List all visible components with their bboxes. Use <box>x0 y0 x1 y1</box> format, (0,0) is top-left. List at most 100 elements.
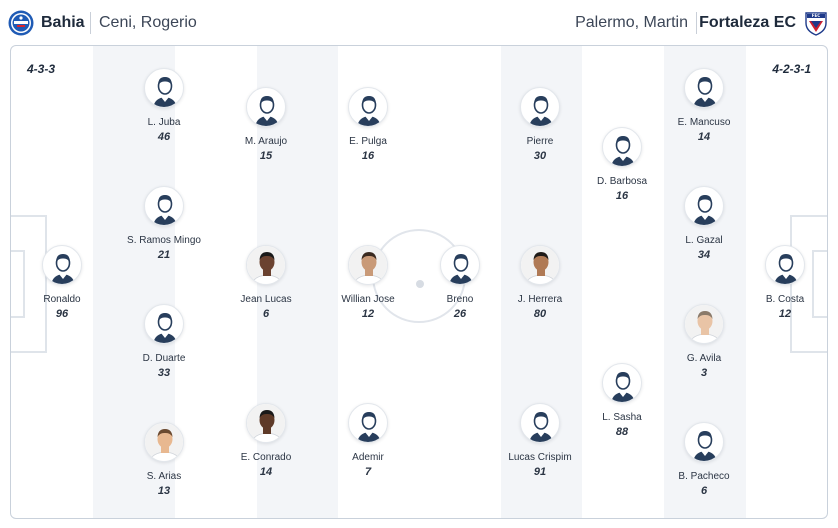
player-name: Lucas Crispim <box>508 452 572 463</box>
header-divider <box>696 12 697 34</box>
away-player-card[interactable]: J. Herrera 80 <box>490 245 590 325</box>
player-number: 15 <box>259 150 273 162</box>
player-name: Willian Jose <box>341 294 395 305</box>
player-number: 7 <box>364 466 372 478</box>
player-placeholder-icon <box>602 363 642 403</box>
home-player-card[interactable]: Ademir 7 <box>318 403 418 483</box>
center-spot <box>416 280 424 288</box>
home-coach-name[interactable]: Ceni, Rogerio <box>99 14 197 31</box>
player-placeholder-icon <box>684 186 724 226</box>
player-placeholder-icon <box>520 403 560 443</box>
player-number: 80 <box>533 308 547 320</box>
away-player-card[interactable]: B. Costa 12 <box>735 245 835 325</box>
home-goal-area <box>11 250 25 318</box>
player-photo <box>348 245 388 285</box>
player-placeholder-icon <box>684 68 724 108</box>
player-photo <box>144 422 184 462</box>
player-name: L. Juba <box>147 117 181 128</box>
player-name: E. Pulga <box>349 136 387 147</box>
player-number: 30 <box>533 150 547 162</box>
player-name: B. Costa <box>765 294 805 305</box>
home-player-card[interactable]: L. Juba 46 <box>114 68 214 148</box>
home-player-card[interactable]: Ronaldo 96 <box>12 245 112 325</box>
player-number: 3 <box>700 367 708 379</box>
home-formation: 4-3-3 <box>27 62 56 76</box>
player-placeholder-icon <box>440 245 480 285</box>
player-number: 16 <box>361 150 375 162</box>
player-name: G. Avila <box>686 353 722 364</box>
player-photo <box>520 245 560 285</box>
lineup-header: Bahia Ceni, Rogerio Palermo, Martin Fort… <box>0 0 838 46</box>
player-name: Pierre <box>526 136 554 147</box>
player-number: 6 <box>262 308 270 320</box>
player-number: 21 <box>157 249 171 261</box>
home-player-card[interactable]: M. Araujo 15 <box>216 87 316 167</box>
away-player-card[interactable]: Pierre 30 <box>490 87 590 167</box>
player-name: Breno <box>446 294 474 305</box>
player-name: Ronaldo <box>43 294 81 305</box>
away-player-card[interactable]: Breno 26 <box>410 245 510 325</box>
player-photo <box>246 245 286 285</box>
away-player-card[interactable]: E. Mancuso 14 <box>654 68 754 148</box>
home-player-card[interactable]: D. Duarte 33 <box>114 304 214 384</box>
home-penalty-box <box>11 215 47 353</box>
away-player-card[interactable]: G. Avila 3 <box>654 304 754 384</box>
player-placeholder-icon <box>684 422 724 462</box>
player-photo <box>684 304 724 344</box>
player-placeholder-icon <box>144 68 184 108</box>
player-number: 14 <box>259 466 273 478</box>
player-number: 6 <box>700 485 708 497</box>
player-number: 46 <box>157 131 171 143</box>
player-name: L. Gazal <box>685 235 723 246</box>
player-number: 34 <box>697 249 711 261</box>
home-team-name[interactable]: Bahia <box>41 14 85 31</box>
away-player-card[interactable]: L. Gazal 34 <box>654 186 754 266</box>
player-placeholder-icon <box>42 245 82 285</box>
player-name: E. Conrado <box>240 452 292 463</box>
svg-text:FEC: FEC <box>812 13 820 18</box>
player-name: D. Barbosa <box>596 176 648 187</box>
player-placeholder-icon <box>520 87 560 127</box>
away-player-card[interactable]: B. Pacheco 6 <box>654 422 754 502</box>
player-number: 96 <box>55 308 69 320</box>
player-number: 91 <box>533 466 547 478</box>
away-player-card[interactable]: Lucas Crispim 91 <box>490 403 590 483</box>
home-player-card[interactable]: S. Ramos Mingo 21 <box>114 186 214 266</box>
player-number: 14 <box>697 131 711 143</box>
player-name: E. Mancuso <box>677 117 731 128</box>
player-name: Ademir <box>352 452 384 463</box>
home-player-card[interactable]: E. Conrado 14 <box>216 403 316 483</box>
player-placeholder-icon <box>765 245 805 285</box>
fortaleza-crest-icon[interactable]: FEC <box>803 10 829 36</box>
away-formation: 4-2-3-1 <box>772 62 811 76</box>
player-name: S. Ramos Mingo <box>127 235 201 246</box>
player-number: 16 <box>615 190 629 202</box>
away-team-name[interactable]: Fortaleza EC <box>699 14 796 31</box>
player-placeholder-icon <box>348 403 388 443</box>
player-placeholder-icon <box>348 87 388 127</box>
home-player-card[interactable]: E. Pulga 16 <box>318 87 418 167</box>
player-photo <box>246 403 286 443</box>
away-player-card[interactable]: D. Barbosa 16 <box>572 127 672 207</box>
player-number: 26 <box>453 308 467 320</box>
player-name: J. Herrera <box>517 294 563 305</box>
player-placeholder-icon <box>602 127 642 167</box>
player-placeholder-icon <box>144 304 184 344</box>
player-number: 88 <box>615 426 629 438</box>
player-name: D. Duarte <box>142 353 186 364</box>
player-name: S. Arias <box>146 471 182 482</box>
player-name: B. Pacheco <box>678 471 730 482</box>
player-placeholder-icon <box>246 87 286 127</box>
player-number: 13 <box>157 485 171 497</box>
player-name: M. Araujo <box>244 136 288 147</box>
header-divider <box>90 12 91 34</box>
player-number: 33 <box>157 367 171 379</box>
bahia-crest-icon[interactable] <box>8 10 34 36</box>
away-goal-area <box>812 250 827 318</box>
home-player-card[interactable]: S. Arias 13 <box>114 422 214 502</box>
away-coach-name[interactable]: Palermo, Martin <box>575 14 688 31</box>
player-number: 12 <box>778 308 792 320</box>
